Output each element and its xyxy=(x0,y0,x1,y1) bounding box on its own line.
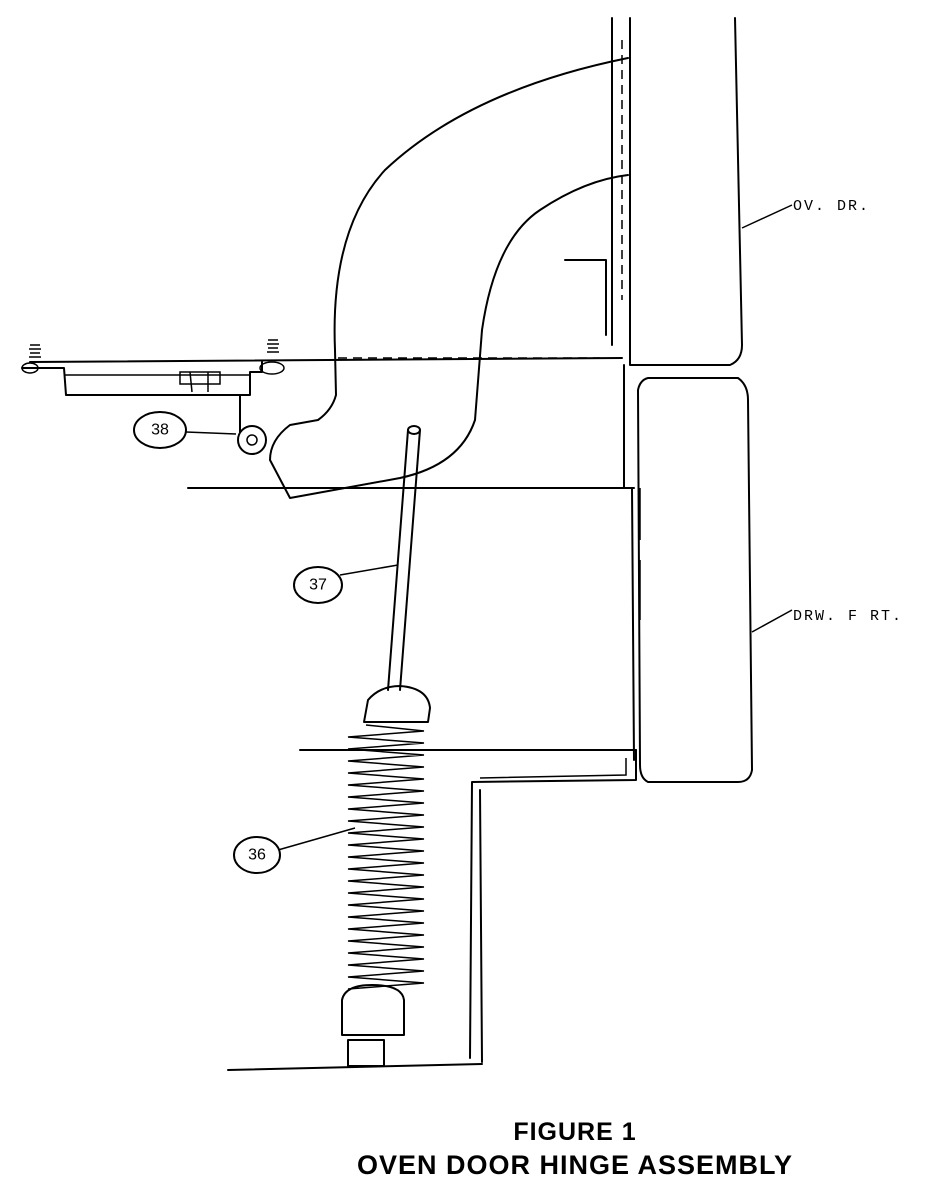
cabinet-frame xyxy=(29,357,641,1071)
figure-number: FIGURE 1 xyxy=(513,1118,637,1146)
rod-part-37 xyxy=(387,425,421,691)
spring-part-36 xyxy=(341,685,431,1067)
svg-text:36: 36 xyxy=(248,847,266,864)
screw-icon xyxy=(29,344,41,358)
roller-part-38 xyxy=(237,394,267,455)
svg-text:38: 38 xyxy=(151,422,169,439)
svg-text:37: 37 xyxy=(309,577,327,594)
figure-title: OVEN DOOR HINGE ASSEMBLY xyxy=(356,1150,794,1180)
callout-36: 36 xyxy=(233,836,281,874)
callout-leaders xyxy=(185,204,793,851)
drawer-front-label: DRW. F RT. xyxy=(793,608,903,625)
drawer-front-panel xyxy=(637,377,753,783)
door-stop-bracket xyxy=(564,259,607,336)
callout-37: 37 xyxy=(293,566,343,604)
callout-38: 38 xyxy=(133,411,187,449)
oven-door-panel xyxy=(611,17,743,366)
hinge-arm xyxy=(269,57,629,499)
oven-door-label: OV. DR. xyxy=(793,198,870,215)
screw-icon xyxy=(267,339,279,353)
mounting-plate xyxy=(21,339,285,396)
